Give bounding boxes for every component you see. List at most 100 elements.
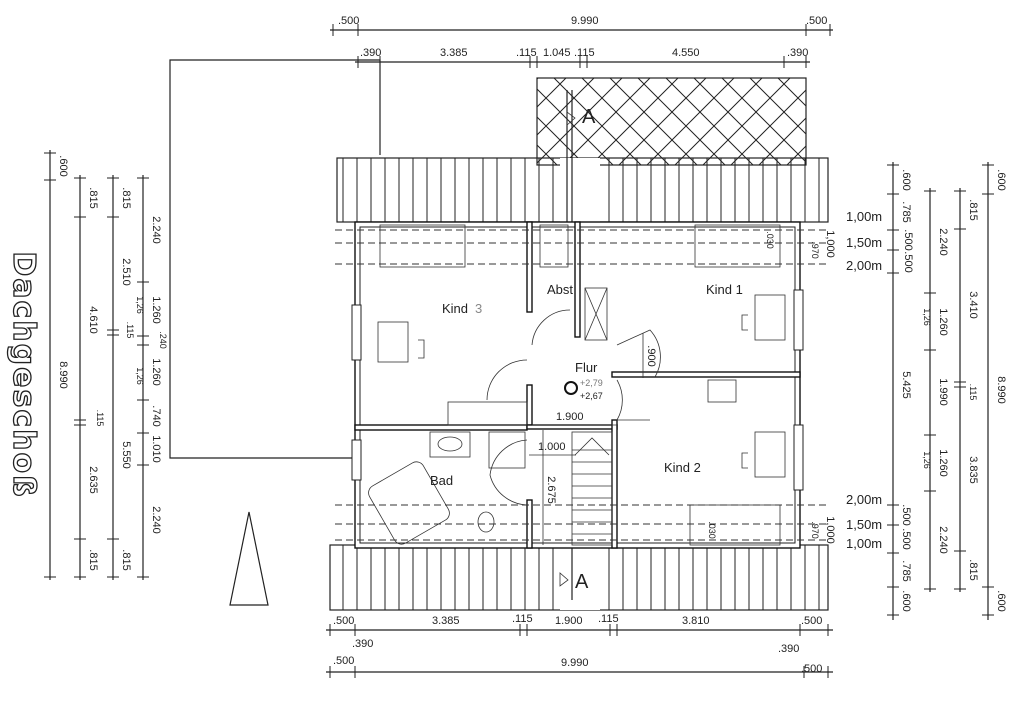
dimension-label: .815 xyxy=(87,187,99,208)
dimension-label: .500 xyxy=(801,615,822,627)
dimension-label: .390 xyxy=(778,643,799,655)
headroom-lines xyxy=(335,229,830,541)
dimension-label: .115 xyxy=(95,410,105,427)
dimension-label: 1.990 xyxy=(937,378,949,406)
dimension-label: 2.240 xyxy=(937,228,949,256)
dimension-label: 3.810 xyxy=(682,615,710,627)
dim-chain-left-d: 2.240 1.260 .240 1.260 .740 1.010 2.240 xyxy=(137,175,168,580)
dim-chain-right-a: .600 .785 .500 .500 5.425 .500 .500 .785… xyxy=(887,162,914,620)
dimension-label: .815 xyxy=(87,549,99,570)
dimension-label: 3.410 xyxy=(967,291,979,319)
dimension-label: .500 xyxy=(333,615,354,627)
fixtures xyxy=(368,294,786,545)
adjacent-building-outline xyxy=(169,59,381,459)
dimension-label: .600 xyxy=(995,169,1007,190)
dimension-label: 1.260 xyxy=(150,358,162,386)
dimension-label: .240 xyxy=(158,331,168,349)
dim-chain-bottom-inner: .500 3.385 .115 1.900 .115 3.810 .500 .3… xyxy=(326,613,833,655)
room-label-kind1: Kind 1 xyxy=(706,282,743,297)
dimension-label: 2.240 xyxy=(937,526,949,554)
dimension-label: 1,26 xyxy=(922,451,932,469)
dim-chain-top-inner: .390 3.385 .115 1.045 .115 4.550 .390 xyxy=(355,47,810,68)
dimension-label: 3.835 xyxy=(967,456,979,484)
dimension-label: .500 xyxy=(902,251,914,272)
height-label-1-5m: 1,50m xyxy=(846,517,882,532)
dim-chain-right-c: .815 3.410 .115 3.835 .815 xyxy=(954,188,979,592)
dim-door: .900 xyxy=(645,345,657,366)
dimension-label: .115 xyxy=(512,613,533,625)
height-label-2m: 2,00m xyxy=(846,492,882,507)
north-arrow-icon xyxy=(229,511,269,606)
level-top: +2,79 xyxy=(580,378,603,388)
dimension-label: .785 xyxy=(900,560,912,581)
dimension-label: .815 xyxy=(120,187,132,208)
bathtub-icon xyxy=(368,461,450,545)
height-label-1-5m: 1,50m xyxy=(846,235,882,250)
dimension-label: 4.610 xyxy=(87,306,99,334)
room-label-flur: Flur xyxy=(575,360,598,375)
dimension-label: 9.990 xyxy=(571,15,599,27)
dimension-label: 1.045 xyxy=(543,47,571,59)
dimension-label: .500 xyxy=(900,528,912,549)
interior-dimensions: 1.900 .900 1.000 2.675 1,000 .970 .030 1… xyxy=(529,230,836,545)
dimension-label: .500 xyxy=(900,504,912,525)
dimension-label: .115 xyxy=(598,613,619,625)
dimension-label: .500 xyxy=(338,15,359,27)
dim-chain-left-b: .815 4.610 .115 2.635 .815 xyxy=(74,175,105,580)
level-marker-icon xyxy=(564,381,578,395)
section-mark-top: A xyxy=(582,106,596,128)
dim-chain-bottom-outer: .500 9.990 .500 xyxy=(326,655,833,678)
interior-walls xyxy=(354,221,801,549)
dim-chain-right-b: 2.240 1,26 1.260 1.990 1,26 1.260 2.240 xyxy=(922,188,949,592)
dimension-label: .600 xyxy=(995,590,1007,611)
room-label-kind3: Kind xyxy=(442,301,468,316)
dimension-label: .115 xyxy=(574,47,595,59)
dim-sill: 1,000 xyxy=(824,230,836,258)
dimension-label: .500 xyxy=(806,15,827,27)
dimension-label: .600 xyxy=(57,155,69,176)
dim-sill: .030 xyxy=(707,521,717,539)
dim-sill: .970 xyxy=(810,521,820,539)
dimension-label: .815 xyxy=(967,199,979,220)
shower-icon xyxy=(488,431,526,469)
room-number-kind3: 3 xyxy=(475,301,482,316)
toilet-icon xyxy=(477,511,495,533)
height-label-1m: 1,00m xyxy=(846,209,882,224)
dimension-label: .500 xyxy=(333,655,354,667)
dimension-label: .600 xyxy=(900,590,912,611)
dim-chain-left-a: .600 8.990 xyxy=(44,150,69,580)
dimension-label: 1.260 xyxy=(150,296,162,324)
dimension-label: 2.240 xyxy=(150,506,162,534)
section-arrow-icon xyxy=(559,572,569,587)
dimension-label: .390 xyxy=(352,638,373,650)
level-bottom: +2,67 xyxy=(580,391,603,401)
dimension-label: .740 xyxy=(150,405,162,426)
dimension-label: 2.510 xyxy=(120,258,132,286)
dimension-label: .600 xyxy=(900,169,912,190)
dimension-label: 5.550 xyxy=(120,441,132,469)
dimension-label: .115 xyxy=(968,384,978,401)
section-arrow-icon xyxy=(566,111,576,126)
dim-chain-left-c: .815 2.510 1,26 .115 1,26 5.550 .815 xyxy=(107,175,145,580)
dimension-label: 1.900 xyxy=(555,615,583,627)
dimension-label: .815 xyxy=(120,549,132,570)
dimension-label: 1.010 xyxy=(150,435,162,463)
dimension-label: .785 xyxy=(900,201,912,222)
dimension-label: .500 xyxy=(801,663,822,675)
dimension-label: 5.425 xyxy=(900,371,912,399)
height-label-2m: 2,00m xyxy=(846,258,882,273)
dimension-label: 1,26 xyxy=(135,367,145,385)
dimension-label: .115 xyxy=(125,322,135,339)
dimension-label: 2.635 xyxy=(87,466,99,494)
dimension-label: .115 xyxy=(516,47,537,59)
dimension-label: .390 xyxy=(787,47,808,59)
balcony-hatch xyxy=(536,77,807,166)
dim-sill: 1,000 xyxy=(824,516,836,544)
height-label-1m: 1,00m xyxy=(846,536,882,551)
section-mark-bottom: A xyxy=(575,571,589,593)
dim-sill: .970 xyxy=(810,241,820,259)
dimension-label: .815 xyxy=(967,559,979,580)
dim-flur-width: 1.900 xyxy=(556,411,584,423)
dimension-label: 1,26 xyxy=(135,296,145,314)
